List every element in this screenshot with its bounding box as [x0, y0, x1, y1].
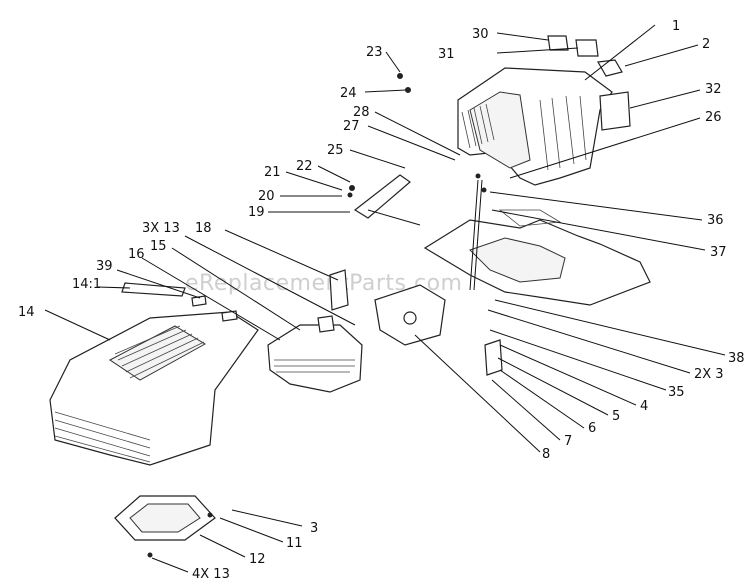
callout-2x3: 2X 3 [694, 367, 724, 382]
decal-30 [547, 35, 569, 51]
callout-4x13: 4X 13 [192, 567, 230, 582]
callout-11: 11 [286, 536, 303, 551]
knob-part-2 [597, 59, 623, 77]
callout-39: 39 [96, 259, 113, 274]
callout-1: 1 [672, 19, 680, 34]
callout-15: 15 [150, 239, 167, 254]
callout-23: 23 [366, 45, 383, 60]
hood-part [49, 282, 259, 466]
callout-2: 2 [702, 37, 710, 52]
callout-labels: 1 2 30 31 23 24 32 28 27 26 25 22 21 20 … [18, 19, 745, 582]
callout-3x13: 3X 13 [142, 221, 180, 236]
callout-22: 22 [296, 159, 313, 174]
dash-tower-part [457, 35, 631, 186]
callout-38: 38 [728, 351, 745, 366]
callout-36: 36 [707, 213, 724, 228]
callout-18: 18 [195, 221, 212, 236]
callout-30: 30 [472, 27, 489, 42]
callout-31: 31 [438, 47, 455, 62]
callout-37: 37 [710, 245, 727, 260]
callout-4: 4 [640, 399, 648, 414]
callout-35: 35 [668, 385, 685, 400]
control-lever-part [347, 73, 421, 226]
callout-28: 28 [353, 105, 370, 120]
callout-14-1: 14:1 [72, 277, 101, 292]
decal-32 [599, 91, 631, 131]
leader-lines [44, 24, 726, 573]
steering-column-part [469, 173, 487, 291]
floor-pan-part [423, 209, 651, 306]
callout-26: 26 [705, 110, 722, 125]
callout-20: 20 [258, 189, 275, 204]
fuel-tank-part [267, 315, 363, 393]
callout-5: 5 [612, 409, 620, 424]
callout-7: 7 [564, 434, 572, 449]
callout-21: 21 [264, 165, 281, 180]
air-scoop-part [114, 495, 216, 558]
callout-24: 24 [340, 86, 357, 101]
callout-6: 6 [588, 421, 596, 436]
callout-12: 12 [249, 552, 266, 567]
callout-25: 25 [327, 143, 344, 158]
callout-8: 8 [542, 447, 550, 462]
callout-16: 16 [128, 247, 145, 262]
decal-31 [575, 39, 599, 57]
callout-3: 3 [310, 521, 318, 536]
bracket-part [329, 269, 503, 376]
callout-19: 19 [248, 205, 265, 220]
callout-27: 27 [343, 119, 360, 134]
callout-32: 32 [705, 82, 722, 97]
callout-14: 14 [18, 305, 35, 320]
